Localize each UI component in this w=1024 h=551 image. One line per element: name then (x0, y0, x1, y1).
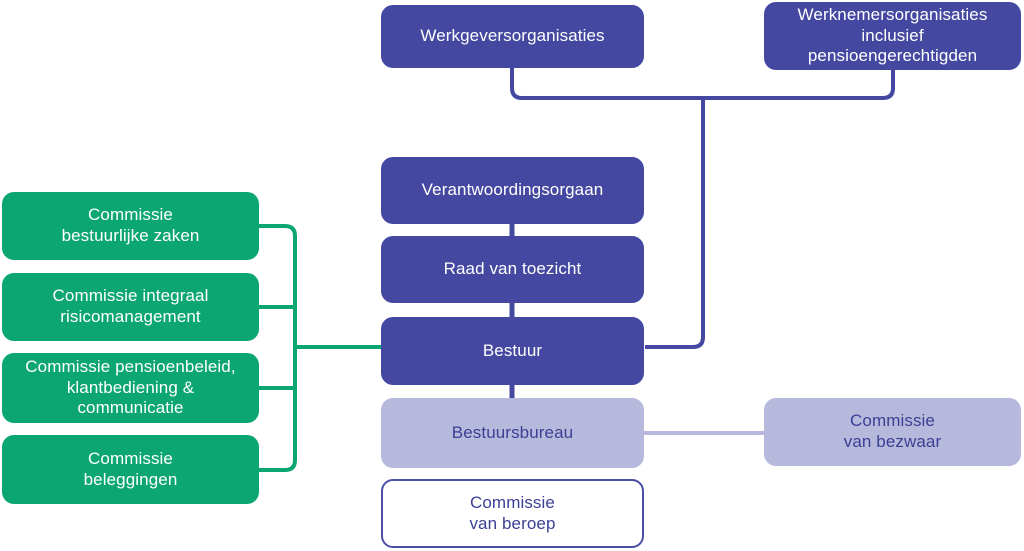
node-commissie-van-beroep: Commissie van beroep (381, 479, 644, 548)
connector-bracket-to-bestuur (645, 98, 705, 349)
node-werknemersorganisaties: Werknemersorganisaties inclusief pensioe… (764, 2, 1021, 70)
node-label: Commissie van beroep (469, 492, 556, 533)
node-commissie-beleggingen: Commissie beleggingen (2, 435, 259, 504)
node-verantwoordingsorgaan: Verantwoordingsorgaan (381, 157, 644, 224)
node-commissie-pensioenbeleid: Commissie pensioenbeleid, klantbediening… (2, 353, 259, 423)
connector-green-trunk (259, 224, 297, 472)
node-commissie-integraal-risicomanagement: Commissie integraal risicomanagement (2, 273, 259, 341)
connector-top-bracket (510, 68, 895, 100)
node-label: Commissie integraal risicomanagement (52, 286, 209, 326)
node-label: Werkgeversorganisaties (420, 26, 605, 46)
node-label: Commissie van bezwaar (843, 411, 942, 451)
node-label: Bestuur (482, 340, 543, 360)
node-label: Werknemersorganisaties inclusief pensioe… (797, 4, 988, 66)
node-raad-van-toezicht: Raad van toezicht (381, 236, 644, 303)
node-label: Bestuursbureau (451, 422, 574, 442)
node-commissie-bestuurlijke-zaken: Commissie bestuurlijke zaken (2, 192, 259, 260)
node-label: Raad van toezicht (443, 259, 582, 279)
node-bestuursbureau: Bestuursbureau (381, 398, 644, 468)
node-commissie-van-bezwaar: Commissie van bezwaar (764, 398, 1021, 466)
node-label: Commissie bestuurlijke zaken (61, 205, 200, 245)
node-label: Verantwoordingsorgaan (421, 180, 604, 200)
node-bestuur: Bestuur (381, 317, 644, 385)
node-label: Commissie beleggingen (83, 448, 178, 489)
node-label: Commissie pensioenbeleid, klantbediening… (25, 356, 236, 418)
node-werkgeversorganisaties: Werkgeversorganisaties (381, 5, 644, 68)
